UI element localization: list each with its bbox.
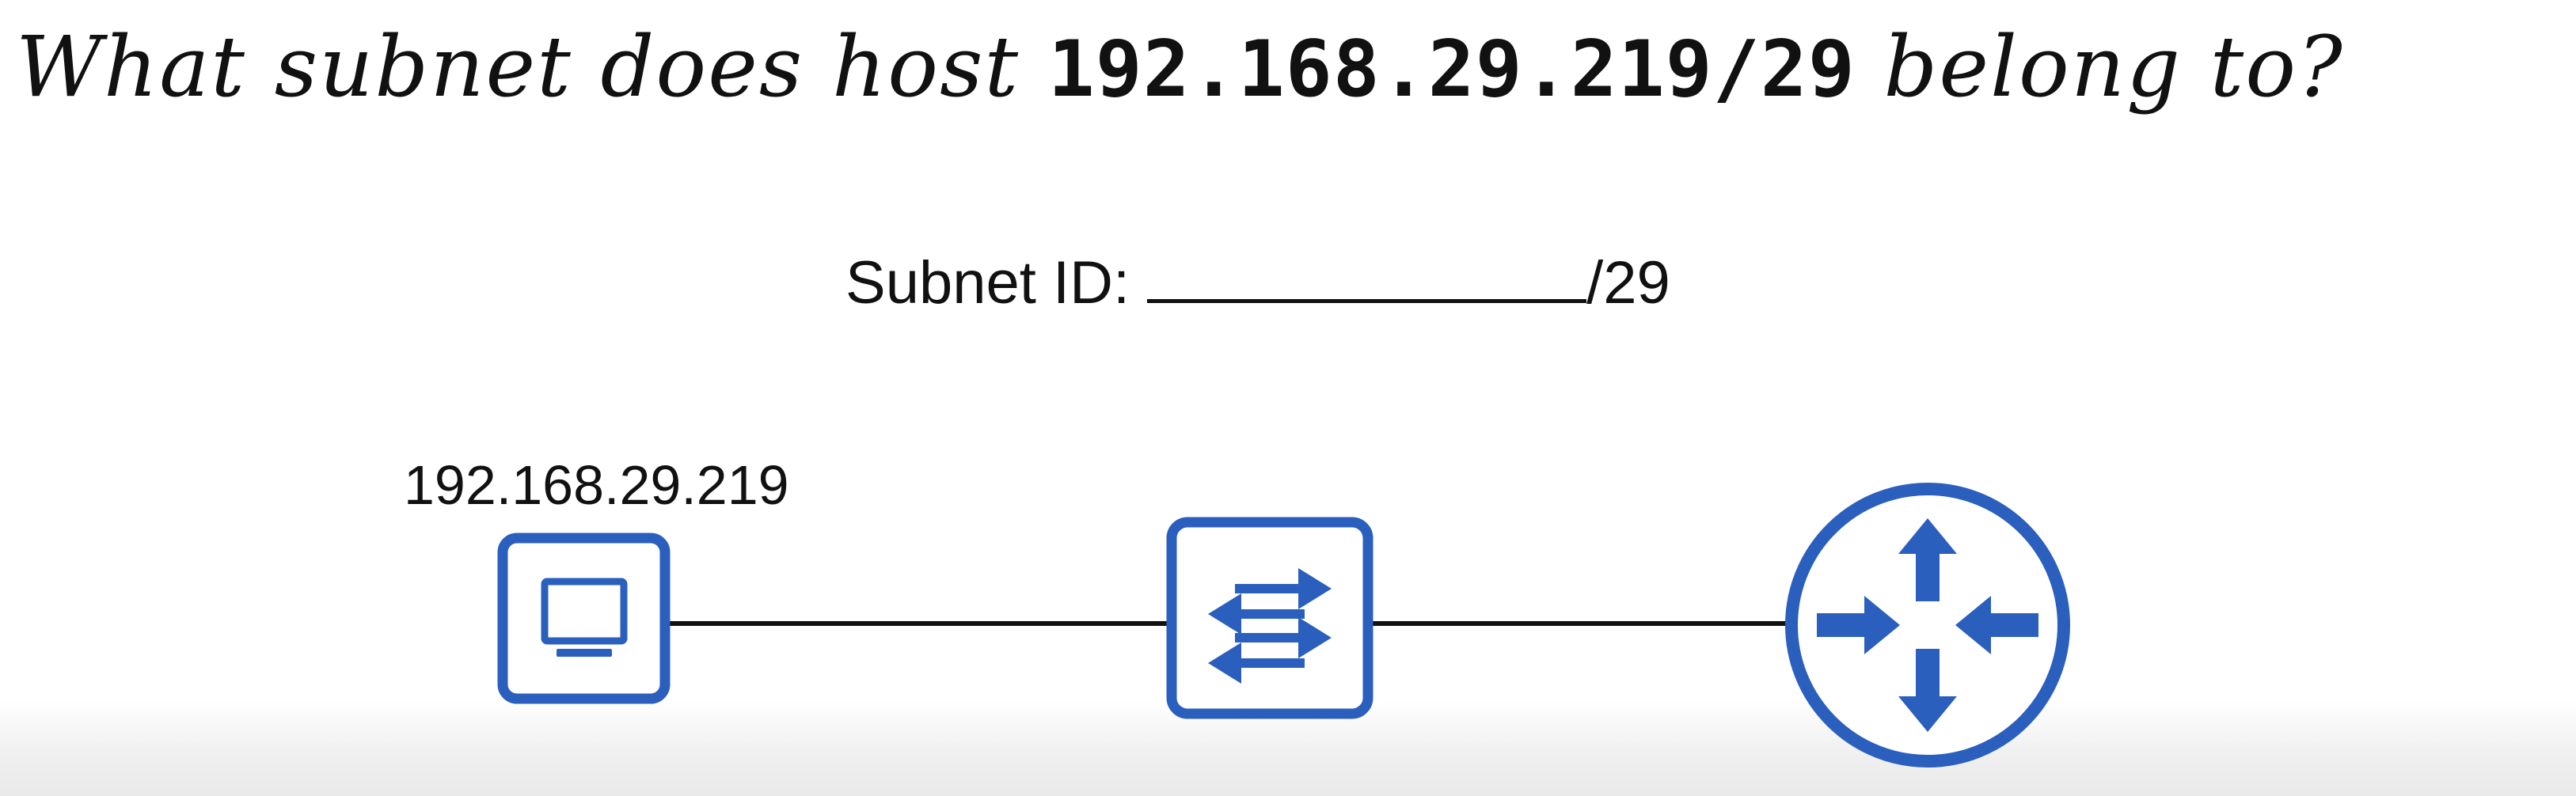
- question-title: What subnet does host 192.168.29.219/29 …: [16, 0, 2565, 135]
- pc-icon[interactable]: [497, 533, 671, 704]
- host-ip-label: 192.168.29.219: [404, 454, 789, 516]
- subnet-id-prompt: Subnet ID: /29: [845, 244, 1670, 323]
- question-prefix: What subnet does host: [16, 18, 1048, 116]
- subnet-id-label: Subnet ID:: [845, 249, 1130, 317]
- router-icon[interactable]: [1785, 483, 2070, 768]
- question-ip: 192.168.29.219/29: [1047, 25, 1856, 115]
- monitor-icon: [541, 578, 628, 645]
- subnet-id-blank: [1147, 245, 1587, 303]
- switch-icon[interactable]: [1166, 517, 1373, 719]
- question-suffix: belong to?: [1855, 18, 2344, 116]
- subnet-mask-label: /29: [1586, 249, 1670, 317]
